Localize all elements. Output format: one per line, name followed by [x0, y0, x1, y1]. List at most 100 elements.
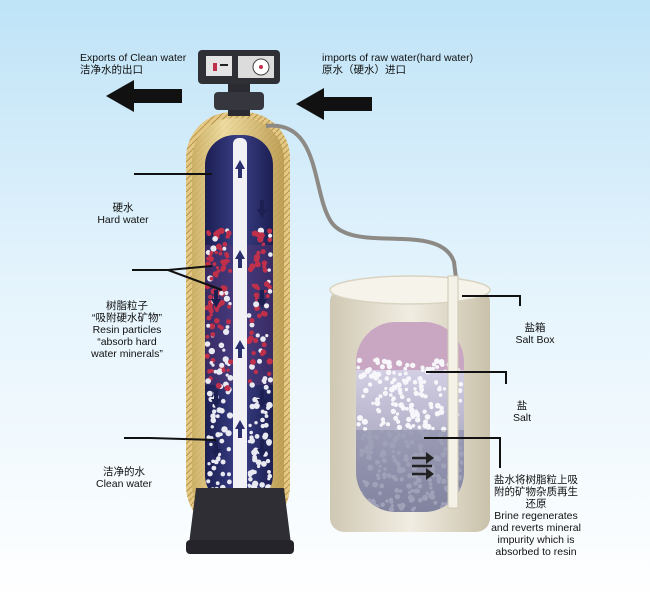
brine-well [447, 275, 459, 509]
resin-bead [260, 417, 265, 423]
salt-granule [366, 454, 372, 461]
resin-bead [212, 271, 217, 276]
resin-bead [220, 285, 226, 290]
salt-granule [396, 419, 401, 424]
resin-bead [228, 359, 234, 365]
salt-granule [397, 387, 403, 393]
resin-bead [265, 294, 270, 299]
resin-bead [267, 228, 273, 234]
salt-label: 盐 Salt [502, 400, 542, 424]
salt-granule [385, 499, 389, 503]
salt-granule [379, 483, 385, 489]
salt-granule [378, 464, 382, 468]
salt-granule [403, 429, 407, 433]
resin-bead [253, 301, 260, 308]
resin-label-zh2: “吸附硬水矿物” [92, 312, 162, 324]
hard-water-label: 硬水 Hard water [86, 202, 160, 226]
resin-bead [266, 389, 271, 394]
resin-bead [222, 241, 228, 247]
resin-bead [215, 432, 221, 438]
resin-bead [215, 414, 220, 419]
salt-granule [438, 476, 442, 481]
resin-bead [260, 310, 267, 317]
salt-granule [404, 440, 409, 444]
salt-granule [406, 398, 411, 402]
salt-granule [384, 386, 388, 391]
salt-granule [423, 423, 427, 427]
clean-water-label-zh: 洁净的水 [103, 466, 145, 478]
salt-granule [442, 447, 448, 452]
salt-granule [392, 437, 398, 443]
resin-bead [215, 481, 220, 486]
salt-granule [417, 376, 423, 382]
resin-bead [253, 257, 260, 263]
salt-granule [429, 486, 433, 490]
salt-granule [372, 370, 377, 376]
brine-label-en4: absorbed to resin [495, 546, 577, 558]
flow-arrow-up-icon [235, 420, 245, 438]
resin-bead [219, 438, 225, 444]
salt-granule [441, 478, 447, 484]
salt-granule [405, 362, 410, 368]
resin-bead [268, 233, 273, 238]
resin-bead [267, 237, 273, 243]
resin-bead [260, 351, 265, 357]
salt-granule [363, 427, 368, 432]
clean-water-label: 洁净的水 Clean water [84, 466, 164, 490]
resin-bead [217, 384, 221, 389]
salt-granule [356, 365, 361, 370]
salt-granule [411, 474, 416, 479]
salt-granule [407, 490, 412, 495]
salt-granule [395, 412, 400, 416]
salt-granule [380, 429, 384, 433]
salt-granule [372, 481, 379, 488]
brine-label: 盐水将树脂粒上吸 附的矿物杂质再生 还原 Brine regenerates a… [476, 474, 596, 558]
resin-bead [227, 304, 232, 309]
salt-granule [438, 409, 445, 415]
salt-granule [437, 433, 443, 438]
salt-granule [441, 502, 445, 506]
resin-bead [206, 323, 211, 328]
salt-granule [393, 428, 399, 433]
resin-bead [259, 482, 265, 488]
salt-granule [418, 451, 425, 458]
salt-granule [404, 387, 409, 392]
resin-bead [223, 328, 230, 335]
resin-bead [263, 384, 269, 390]
salt-granule [376, 408, 382, 414]
resin-bead [227, 375, 234, 381]
salt-granule [436, 473, 441, 478]
resin-bead [248, 477, 253, 482]
salt-granule [458, 398, 463, 403]
salt-granule [418, 380, 424, 386]
salt-granule [424, 414, 431, 420]
salt-granule [393, 415, 399, 421]
flow-arrow-up-icon [235, 250, 245, 268]
salt-granule [414, 409, 418, 413]
salt-label-en: Salt [512, 412, 532, 424]
resin-bead [222, 348, 226, 352]
salt-granule [379, 364, 385, 370]
resin-bead [215, 266, 220, 270]
resin-bead [205, 341, 211, 347]
resin-bead [219, 362, 225, 368]
resin-bead [254, 421, 258, 425]
resin-bead [221, 398, 226, 404]
resin-bead [212, 262, 217, 266]
resin-bead [216, 407, 223, 413]
resin-bead [262, 432, 269, 438]
salt-granule [392, 377, 397, 382]
resin-bead [208, 294, 213, 300]
salt-granule [442, 387, 447, 391]
resin-bead [206, 435, 211, 440]
resin-bead [224, 385, 231, 392]
salt-granule [396, 467, 403, 474]
salt-granule [406, 462, 411, 467]
salt-granule [437, 386, 442, 392]
salt-granule [406, 483, 412, 489]
resin-bead [264, 281, 270, 288]
salt-granule [459, 460, 464, 465]
resin-bead [214, 318, 220, 324]
salt-granule [366, 434, 373, 441]
salt-granule [438, 393, 443, 397]
